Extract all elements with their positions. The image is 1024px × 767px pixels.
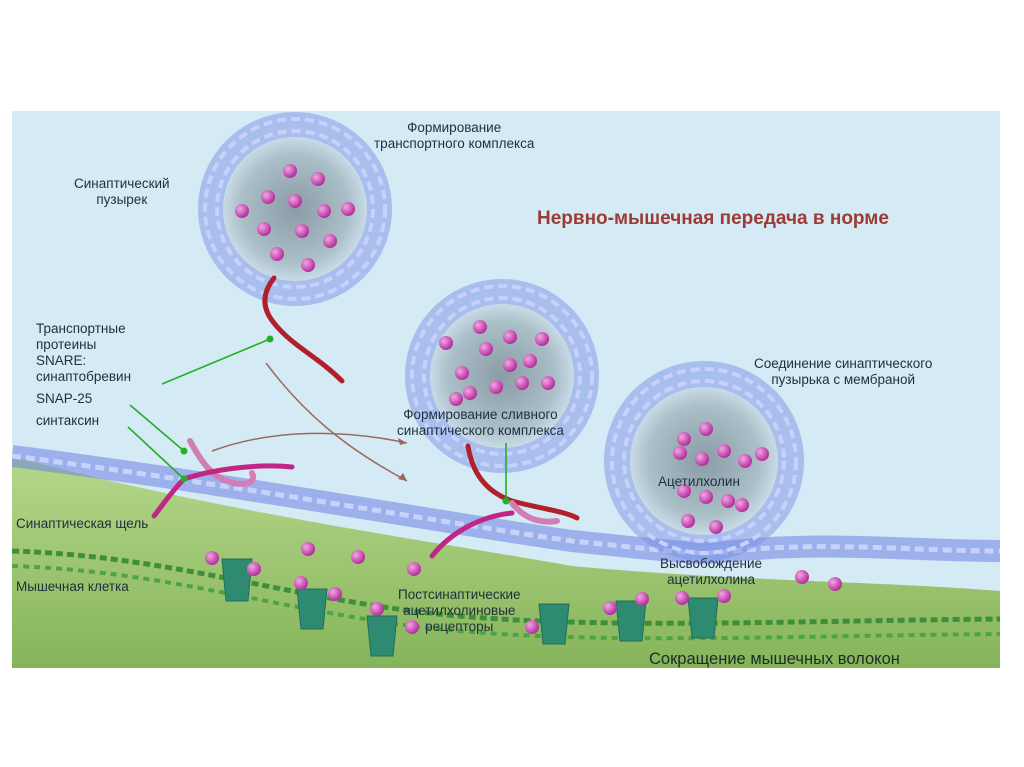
acetylcholine-molecule [675, 591, 689, 605]
acetylcholine-molecule [677, 432, 691, 446]
muscle-cell [12, 456, 1000, 668]
acetylcholine-molecule [341, 202, 355, 216]
ach-receptor-5 [615, 600, 647, 642]
acetylcholine-molecule [681, 514, 695, 528]
acetylcholine-molecule [407, 562, 421, 576]
label-snap25: SNAP-25 [36, 391, 93, 406]
leader-lines [127, 338, 507, 501]
acetylcholine-molecule [523, 354, 537, 368]
acetylcholine-molecule [721, 494, 735, 508]
label-formation-transport: Формирование транспортного комплекса [374, 120, 535, 151]
acetylcholine-molecule [503, 330, 517, 344]
snap25-strand-2 [509, 500, 560, 525]
acetylcholine-molecule [473, 320, 487, 334]
acetylcholine-molecule [635, 592, 649, 606]
page-title: Нервно-мышечная передача в норме [537, 208, 889, 229]
acetylcholine-molecule [295, 224, 309, 238]
snap25-strand-1 [187, 438, 257, 487]
acetylcholine-molecule [288, 194, 302, 208]
acetylcholine-molecule [503, 358, 517, 372]
acetylcholine-molecule [317, 204, 331, 218]
acetylcholine-molecule [205, 551, 219, 565]
muscle-membrane-lower [12, 564, 1000, 641]
acetylcholine-molecule [455, 366, 469, 380]
acetylcholine-molecule [699, 422, 713, 436]
acetylcholine-molecule [525, 620, 539, 634]
acetylcholine-molecule [449, 392, 463, 406]
label-vesicle-fusion: Соединение синаптического пузырька с мем… [754, 356, 933, 387]
label-synaptic-cleft: Синаптическая щель [16, 516, 149, 531]
acetylcholine-molecule [479, 342, 493, 356]
ach-receptor-6 [687, 597, 719, 639]
label-muscle-cell: Мышечная клетка [16, 579, 129, 594]
acetylcholine-molecule [717, 444, 731, 458]
acetylcholine-molecule [351, 550, 365, 564]
label-muscle-contraction: Сокращение мышечных волокон [649, 650, 900, 668]
label-formation-fusion: Формирование сливного синаптического ком… [397, 407, 564, 438]
syntaxin-strand-1 [151, 463, 295, 519]
acetylcholine-molecule [301, 258, 315, 272]
acetylcholine-molecule [695, 452, 709, 466]
acetylcholine-molecule [283, 164, 297, 178]
acetylcholine-molecule [603, 601, 617, 615]
acetylcholine-molecule [270, 247, 284, 261]
acetylcholine-molecules [205, 164, 842, 634]
synaptic-vesicle-2 [405, 279, 599, 473]
acetylcholine-molecule [738, 454, 752, 468]
ach-receptor-2 [296, 588, 328, 630]
acetylcholine-molecule [515, 376, 529, 390]
acetylcholine-molecule [735, 498, 749, 512]
acetylcholine-molecule [828, 577, 842, 591]
muscle-membrane-upper [12, 548, 1000, 626]
ach-receptor-1 [221, 558, 253, 602]
neuromuscular-diagram [12, 112, 1000, 668]
acetylcholine-molecule [535, 332, 549, 346]
acetylcholine-molecule [755, 447, 769, 461]
movement-arrows [211, 362, 408, 482]
label-synaptobrevin: синаптобревин [36, 369, 132, 384]
acetylcholine-molecule [247, 562, 261, 576]
label-ach-release: Высвобождение ацетилхолина [660, 556, 762, 587]
label-snare-proteins: Транспортные протеины SNARE: [36, 321, 126, 368]
label-synaptic-vesicle: Синаптический пузырек [74, 176, 170, 207]
acetylcholine-molecule [311, 172, 325, 186]
syntaxin-strand-2 [429, 510, 515, 559]
synaptobrevin-strand-1 [262, 275, 345, 384]
acetylcholine-molecule [541, 376, 555, 390]
acetylcholine-molecule [717, 589, 731, 603]
acetylcholine-molecule [257, 222, 271, 236]
acetylcholine-molecule [405, 620, 419, 634]
label-acetylcholine: Ацетилхолин [658, 474, 740, 489]
diagram-panel: Нервно-мышечная передача в норме Формиро… [12, 111, 1000, 668]
acetylcholine-molecule [328, 587, 342, 601]
acetylcholine-molecule [463, 386, 477, 400]
ach-receptor-3 [366, 615, 398, 657]
acetylcholine-molecule [699, 490, 713, 504]
acetylcholine-molecule [370, 602, 384, 616]
ach-receptor-4 [538, 603, 570, 645]
acetylcholine-molecule [235, 204, 249, 218]
acetylcholine-molecule [323, 234, 337, 248]
synaptic-vesicle-1 [198, 112, 392, 306]
acetylcholine-molecule [795, 570, 809, 584]
acetylcholine-molecule [673, 446, 687, 460]
acetylcholine-molecule [439, 336, 453, 350]
acetylcholine-molecule [677, 484, 691, 498]
label-syntaxin: синтаксин [36, 413, 100, 428]
acetylcholine-molecule [489, 380, 503, 394]
acetylcholine-molecule [301, 542, 315, 556]
acetylcholine-molecule [294, 576, 308, 590]
acetylcholine-molecule [709, 520, 723, 534]
label-postsynaptic-receptors: Постсинаптические ацетилхолиновые рецепт… [398, 587, 521, 634]
acetylcholine-molecule [261, 190, 275, 204]
